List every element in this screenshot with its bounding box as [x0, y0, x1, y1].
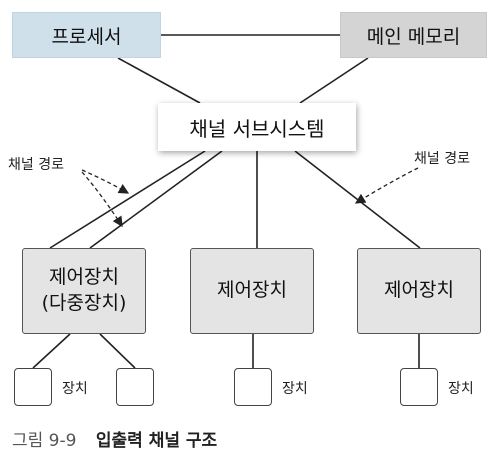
channel-path-label-left: 채널 경로 [8, 157, 64, 173]
device-box-4 [400, 368, 438, 406]
channel-path-label-right: 채널 경로 [414, 151, 470, 167]
controller-1-sublabel: (다중장치) [41, 292, 127, 314]
controller-2-label: 제어장치 [217, 279, 287, 302]
device-label-1: 장치 [62, 381, 88, 397]
right-path-arrow [354, 167, 419, 204]
controller-1-label: 제어장치 [49, 266, 119, 289]
main-memory-box: 메인 메모리 [340, 12, 487, 58]
channel-path-line-1b [89, 150, 223, 249]
processor-box: 프로세서 [12, 12, 161, 58]
device-box-3 [234, 368, 272, 406]
figure-caption: 그림 9-9 입출력 채널 구조 [12, 426, 217, 451]
left-path-arrow-2 [81, 171, 123, 228]
controller-box-multi: 제어장치 (다중장치) [22, 248, 146, 334]
processor-label: 프로세서 [51, 25, 122, 48]
left-path-arrow-1 [81, 169, 130, 194]
device-box-2 [116, 368, 154, 406]
channel-path-line-1a [49, 150, 206, 249]
channel-path-line-3 [294, 150, 421, 249]
device-label-3: 장치 [448, 381, 474, 397]
channel-subsystem-label: 채널 서브시스템 [189, 116, 325, 141]
ctrl1-dev2-link [99, 333, 136, 369]
figure-title: 입출력 채널 구조 [95, 431, 218, 451]
processor-channel-link [117, 57, 201, 104]
controller-box-3: 제어장치 [357, 248, 481, 334]
controller-3-label: 제어장치 [384, 279, 454, 302]
controller-box-2: 제어장치 [190, 248, 314, 334]
figure-number: 그림 9-9 [12, 431, 77, 451]
channel-subsystem-box: 채널 서브시스템 [158, 103, 356, 151]
main-memory-label: 메인 메모리 [366, 25, 461, 48]
device-box-1 [14, 368, 52, 406]
device-label-2: 장치 [282, 381, 308, 397]
memory-channel-link [299, 57, 369, 104]
ctrl1-dev1-link [32, 333, 71, 369]
